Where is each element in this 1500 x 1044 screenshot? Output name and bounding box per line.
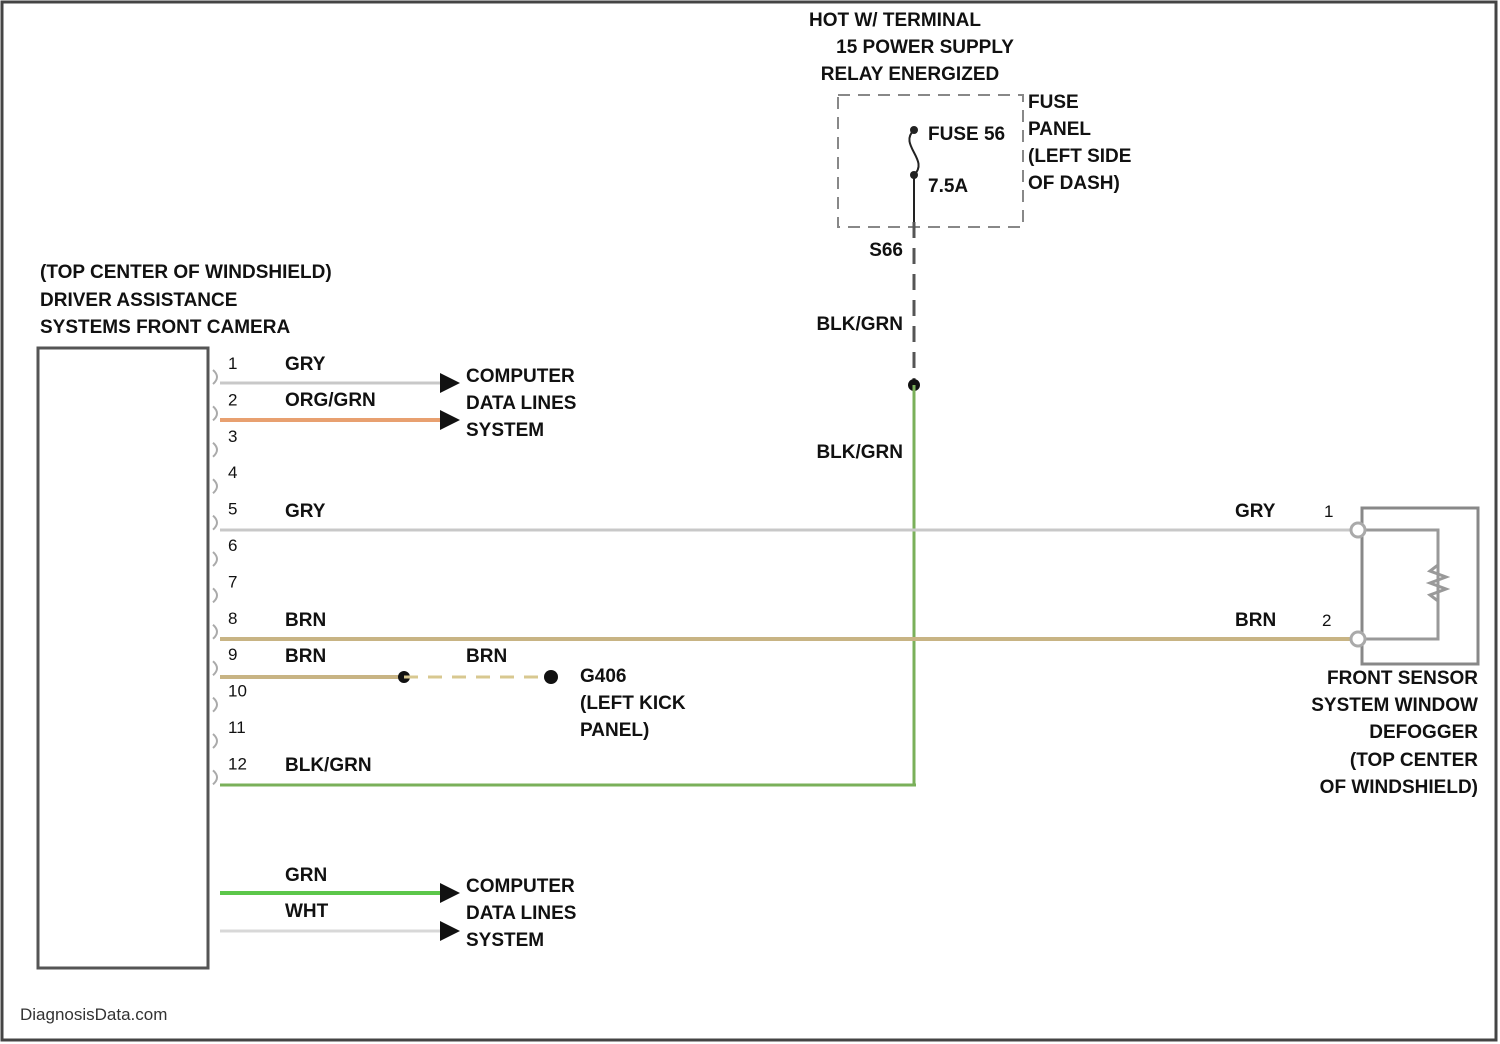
camera-label-line2: DRIVER ASSISTANCE — [40, 290, 237, 311]
ground-name: G406 — [580, 666, 626, 687]
camera-pin-connector — [213, 734, 217, 748]
camera-pin-number: 9 — [228, 645, 237, 664]
power-source-label: HOT W/ TERMINAL 15 POWER SUPPLY RELAY EN… — [809, 10, 1014, 85]
hot-label-line1: HOT W/ TERMINAL — [809, 10, 981, 31]
defogger-pin2-number: 2 — [1322, 611, 1331, 630]
wire-pin7-label: BRN — [285, 646, 326, 667]
fuse-panel-box — [838, 95, 1023, 227]
camera-label: (TOP CENTER OF WINDSHIELD) DRIVER ASSIST… — [40, 262, 332, 338]
wire-pin7-dashed-label: BRN — [466, 646, 507, 667]
feed-wire-color-upper: BLK/GRN — [816, 314, 903, 335]
arrow-pin11 — [440, 883, 460, 903]
ground-terminal — [544, 670, 558, 684]
camera-label-line3: SYSTEMS FRONT CAMERA — [40, 317, 290, 338]
wire-pin5-label: GRY — [285, 501, 326, 522]
data-lines-top-line1: COMPUTER — [466, 366, 575, 387]
defogger-wire1-label: GRY — [1235, 501, 1276, 522]
fuse-panel-line3: (LEFT SIDE — [1028, 146, 1131, 167]
fuse-panel-line2: PANEL — [1028, 119, 1091, 140]
camera-pin-number: 7 — [228, 572, 237, 591]
splice-label: S66 — [869, 240, 903, 261]
camera-pin-connector — [213, 443, 217, 457]
camera-pin-number: 3 — [228, 427, 237, 446]
defogger-element-loop — [1362, 530, 1438, 639]
wire-pin12-label: WHT — [285, 901, 329, 922]
defogger-pin1-number: 1 — [1324, 502, 1333, 521]
ground-line3: PANEL) — [580, 720, 649, 741]
fuse-panel-line4: OF DASH) — [1028, 173, 1120, 194]
ground-line2: (LEFT KICK — [580, 693, 686, 714]
camera-pin-number: 10 — [228, 682, 247, 701]
defogger-pin2-terminal — [1351, 632, 1365, 646]
data-lines-top-line2: DATA LINES — [466, 393, 576, 414]
fuse-name: FUSE 56 — [928, 124, 1005, 145]
camera-pin-number: 6 — [228, 536, 237, 555]
defogger-label-line1: FRONT SENSOR — [1327, 668, 1478, 689]
camera-pin-connector — [213, 588, 217, 602]
camera-pin-connector — [213, 552, 217, 566]
camera-pin-number: 8 — [228, 609, 237, 628]
arrow-pin12 — [440, 921, 460, 941]
data-lines-destination-bottom: COMPUTER DATA LINES SYSTEM — [466, 876, 576, 951]
camera-pin-connector — [213, 479, 217, 493]
data-lines-top-line3: SYSTEM — [466, 420, 544, 441]
camera-pin-number: 11 — [228, 718, 246, 737]
camera-pin-connector — [213, 770, 217, 784]
defogger-label-line5: OF WINDSHIELD) — [1320, 777, 1478, 798]
camera-pin-number: 5 — [228, 500, 237, 519]
hot-label-line2: 15 POWER SUPPLY — [836, 37, 1014, 58]
defogger-label-line4: (TOP CENTER — [1350, 750, 1478, 771]
camera-pin-connector — [213, 370, 217, 384]
fuse-terminal-top — [910, 126, 918, 134]
wire-pin1-label: GRY — [285, 354, 326, 375]
wire-pin11-label: GRN — [285, 865, 327, 886]
wire-pin8-label: BLK/GRN — [285, 755, 372, 776]
ground-label: G406 (LEFT KICK PANEL) — [580, 666, 686, 741]
camera-pin-number: 4 — [228, 463, 237, 482]
camera-pin-number: 12 — [228, 754, 247, 773]
data-lines-bottom-line3: SYSTEM — [466, 930, 544, 951]
feed-wire-color-lower: BLK/GRN — [816, 442, 903, 463]
data-lines-bottom-line1: COMPUTER — [466, 876, 575, 897]
watermark: DiagnosisData.com — [20, 1005, 167, 1024]
defogger-label-line3: DEFOGGER — [1369, 722, 1478, 743]
arrow-pin1 — [440, 373, 460, 393]
camera-pin-connector — [213, 661, 217, 675]
wire-pin6-label: BRN — [285, 610, 326, 631]
camera-pin-connector — [213, 406, 217, 420]
camera-label-line1: (TOP CENTER OF WINDSHIELD) — [40, 262, 332, 283]
defogger-wire2-label: BRN — [1235, 610, 1276, 631]
fuse-rating: 7.5A — [928, 176, 968, 197]
fuse-symbol — [909, 130, 918, 175]
defogger-label: FRONT SENSOR SYSTEM WINDOW DEFOGGER (TOP… — [1311, 668, 1478, 798]
defogger-pin1-terminal — [1351, 523, 1365, 537]
defogger-label-line2: SYSTEM WINDOW — [1311, 695, 1478, 716]
camera-pin-connector — [213, 516, 217, 530]
data-lines-destination-top: COMPUTER DATA LINES SYSTEM — [466, 366, 576, 441]
arrow-pin2 — [440, 410, 460, 430]
camera-pin-connector — [213, 698, 217, 712]
data-lines-bottom-line2: DATA LINES — [466, 903, 576, 924]
camera-module — [38, 348, 208, 968]
camera-pin-connector — [213, 625, 217, 639]
camera-pin-number: 2 — [228, 390, 237, 409]
hot-label-line3: RELAY ENERGIZED — [821, 64, 999, 85]
fuse-panel-line1: FUSE — [1028, 92, 1079, 113]
camera-pin-number: 1 — [228, 354, 237, 373]
wire-pin2-label: ORG/GRN — [285, 390, 376, 411]
